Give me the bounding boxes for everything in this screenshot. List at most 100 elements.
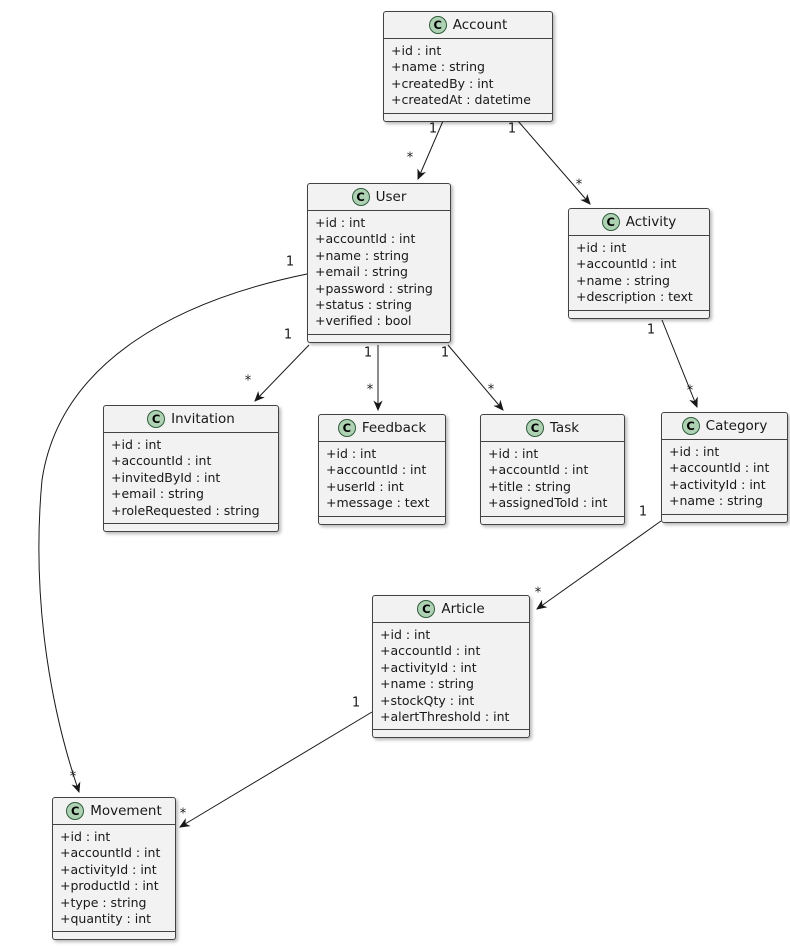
attribute: +activityId : int (380, 659, 477, 675)
class-feedback-header: C Feedback (319, 415, 445, 442)
attribute: +stockQty : int (380, 692, 475, 708)
relation-user-task-line (447, 344, 504, 411)
class-invitation-attributes: +id : int +accountId : int +invitedById … (104, 433, 278, 525)
multiplicity-category-article-source: 1 (638, 504, 648, 520)
attribute: +accountId : int (576, 256, 677, 272)
attribute: +id : int (315, 215, 366, 230)
class-methods-empty (104, 524, 278, 531)
attribute: +accountId : int (326, 462, 427, 478)
class-invitation-header: C Invitation (104, 406, 278, 433)
class-c-icon: C (428, 16, 447, 34)
multiplicity-user-invitation-target: * (244, 373, 252, 389)
class-c-icon: C (147, 410, 166, 428)
attribute: +title : string (488, 478, 571, 494)
attribute: +invitedById : int (111, 469, 221, 485)
multiplicity-account-user-source: 1 (428, 121, 438, 137)
attribute: +name : string (315, 247, 409, 263)
attribute: +accountId : int (669, 460, 770, 476)
attribute: +id : int (391, 43, 442, 58)
class-c-icon: C (417, 600, 436, 618)
attribute: +accountId : int (111, 453, 212, 469)
attribute: +accountId : int (488, 462, 589, 478)
class-title: Invitation (171, 411, 235, 427)
multiplicity-activity-category-target: * (686, 383, 694, 399)
multiplicity-account-activity-target: * (575, 177, 583, 193)
multiplicity-user-feedback-source: 1 (363, 345, 373, 361)
attribute: +name : string (576, 272, 670, 288)
relation-user-invitation-line (254, 344, 310, 402)
attribute: +email : string (111, 486, 204, 502)
attribute: +id : int (488, 446, 539, 461)
attribute: +email : string (315, 264, 408, 280)
class-user: C User +id : int +accountId : int +name … (307, 183, 451, 343)
class-methods-empty (481, 517, 624, 524)
multiplicity-user-movement-target: * (69, 769, 77, 785)
class-movement: C Movement +id : int +accountId : int +a… (52, 797, 176, 941)
attribute: +name : string (391, 59, 485, 75)
attribute: +verified : bool (315, 313, 412, 329)
class-methods-empty (373, 730, 529, 737)
attribute: +message : text (326, 495, 430, 511)
attribute: +accountId : int (315, 231, 416, 247)
multiplicity-category-article-target: * (534, 585, 542, 601)
attribute: +name : string (669, 493, 763, 509)
class-c-icon: C (351, 188, 370, 206)
class-c-icon: C (337, 419, 356, 437)
attribute: +roleRequested : string (111, 502, 260, 518)
class-feedback: C Feedback +id : int +accountId : int +u… (318, 414, 446, 525)
attribute: +assignedToId : int (488, 495, 608, 511)
class-title: Activity (625, 214, 677, 230)
class-title: User (375, 189, 407, 205)
attribute: +activityId : int (669, 476, 766, 492)
class-title: Movement (90, 803, 162, 819)
class-methods-empty (569, 311, 709, 318)
relation-article-movement-line (179, 711, 373, 828)
class-title: Category (705, 418, 768, 434)
attribute: +createdAt : datetime (391, 92, 531, 108)
attribute: +accountId : int (60, 845, 161, 861)
class-methods-empty (308, 335, 450, 342)
multiplicity-user-feedback-target: * (366, 382, 374, 398)
class-article-attributes: +id : int +accountId : int +activityId :… (373, 623, 529, 731)
attribute: +userId : int (326, 478, 404, 494)
class-methods-empty (662, 515, 787, 522)
relation-category-article-line (536, 520, 662, 610)
class-movement-attributes: +id : int +accountId : int +activityId :… (53, 825, 175, 933)
multiplicity-account-user-target: * (406, 150, 414, 166)
attribute: +id : int (576, 240, 627, 255)
attribute: +description : text (576, 289, 693, 305)
class-account-attributes: +id : int +name : string +createdBy : in… (384, 39, 552, 114)
attribute: +status : string (315, 297, 412, 313)
attribute: +createdBy : int (391, 75, 494, 91)
relation-user-movement-line (38, 273, 308, 794)
class-user-attributes: +id : int +accountId : int +name : strin… (308, 211, 450, 335)
class-feedback-attributes: +id : int +accountId : int +userId : int… (319, 442, 445, 517)
multiplicity-user-task-target: * (487, 382, 495, 398)
multiplicity-article-movement-source: 1 (351, 695, 361, 711)
attribute: +password : string (315, 280, 433, 296)
multiplicity-account-activity-source: 1 (507, 121, 517, 137)
class-category: C Category +id : int +accountId : int +a… (661, 412, 788, 523)
class-task: C Task +id : int +accountId : int +title… (480, 414, 625, 525)
attribute: +activityId : int (60, 861, 157, 877)
class-title: Task (549, 420, 580, 436)
class-category-attributes: +id : int +accountId : int +activityId :… (662, 440, 787, 515)
attribute: +accountId : int (380, 643, 481, 659)
class-methods-empty (53, 932, 175, 939)
class-methods-empty (384, 114, 552, 121)
attribute: +type : string (60, 894, 147, 910)
multiplicity-user-movement-source: 1 (285, 254, 295, 270)
attribute: +id : int (60, 829, 111, 844)
class-task-header: C Task (481, 415, 624, 442)
class-title: Account (452, 17, 508, 33)
attribute: +id : int (669, 444, 720, 459)
multiplicity-activity-category-source: 1 (646, 322, 656, 338)
class-account: C Account +id : int +name : string +crea… (383, 11, 553, 122)
attribute: +id : int (111, 437, 162, 452)
class-user-header: C User (308, 184, 450, 211)
multiplicity-user-invitation-source: 1 (283, 327, 293, 343)
multiplicity-article-movement-target: * (179, 806, 187, 822)
attribute: +quantity : int (60, 911, 152, 927)
attribute: +id : int (380, 627, 431, 642)
